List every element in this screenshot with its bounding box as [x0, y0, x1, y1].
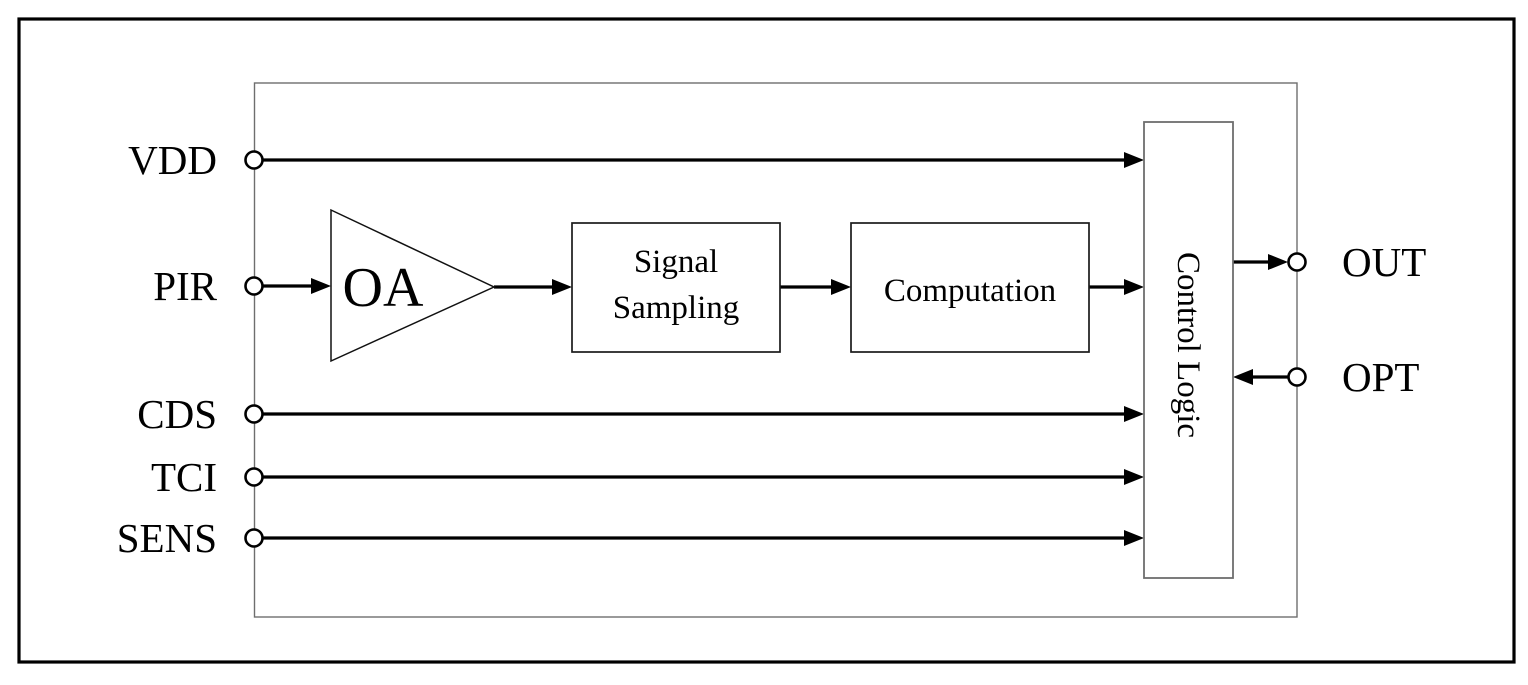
pir-arrowhead [311, 278, 331, 294]
vdd-pin-label: VDD [128, 137, 217, 183]
chip-boundary [253, 82, 1298, 618]
out-pin-label: OUT [1342, 239, 1426, 285]
tci-arrowhead [1124, 469, 1144, 485]
computation-box [850, 222, 1090, 353]
tci-pin-label: TCI [151, 454, 217, 500]
opt-pin-label: OPT [1342, 354, 1419, 400]
cds-arrowhead [1124, 406, 1144, 422]
vdd-pin-circle [244, 150, 264, 170]
tci-pin-circle [244, 467, 264, 487]
computation-label: Computation [884, 273, 1056, 309]
signal-sampling-label-line2: Sampling [613, 290, 740, 326]
sens-pin-label: SENS [117, 515, 217, 561]
signal-sampling-label-line1: Signal [634, 244, 718, 280]
control-logic-label: Control Logic [1170, 252, 1206, 438]
op-amp-label: OA [343, 257, 424, 319]
control-logic-box [1143, 121, 1234, 579]
sampling-to-computation-arrowhead [831, 279, 851, 295]
pir-pin-circle [244, 276, 264, 296]
computation-to-control-arrowhead [1124, 279, 1144, 295]
cds-pin-label: CDS [137, 391, 217, 437]
op-amp-triangle [330, 208, 496, 363]
sens-pin-circle [244, 528, 264, 548]
out-arrowhead [1268, 254, 1288, 270]
signal-sampling-box [571, 222, 781, 353]
pir-pin-label: PIR [153, 263, 217, 309]
opt-pin-circle [1287, 367, 1307, 387]
out-pin-circle [1287, 252, 1307, 272]
sens-arrowhead [1124, 530, 1144, 546]
cds-pin-circle [244, 404, 264, 424]
outer-frame [17, 17, 1516, 664]
amp-to-sampling-arrowhead [552, 279, 572, 295]
vdd-arrowhead [1124, 152, 1144, 168]
opt-arrowhead [1233, 369, 1253, 385]
